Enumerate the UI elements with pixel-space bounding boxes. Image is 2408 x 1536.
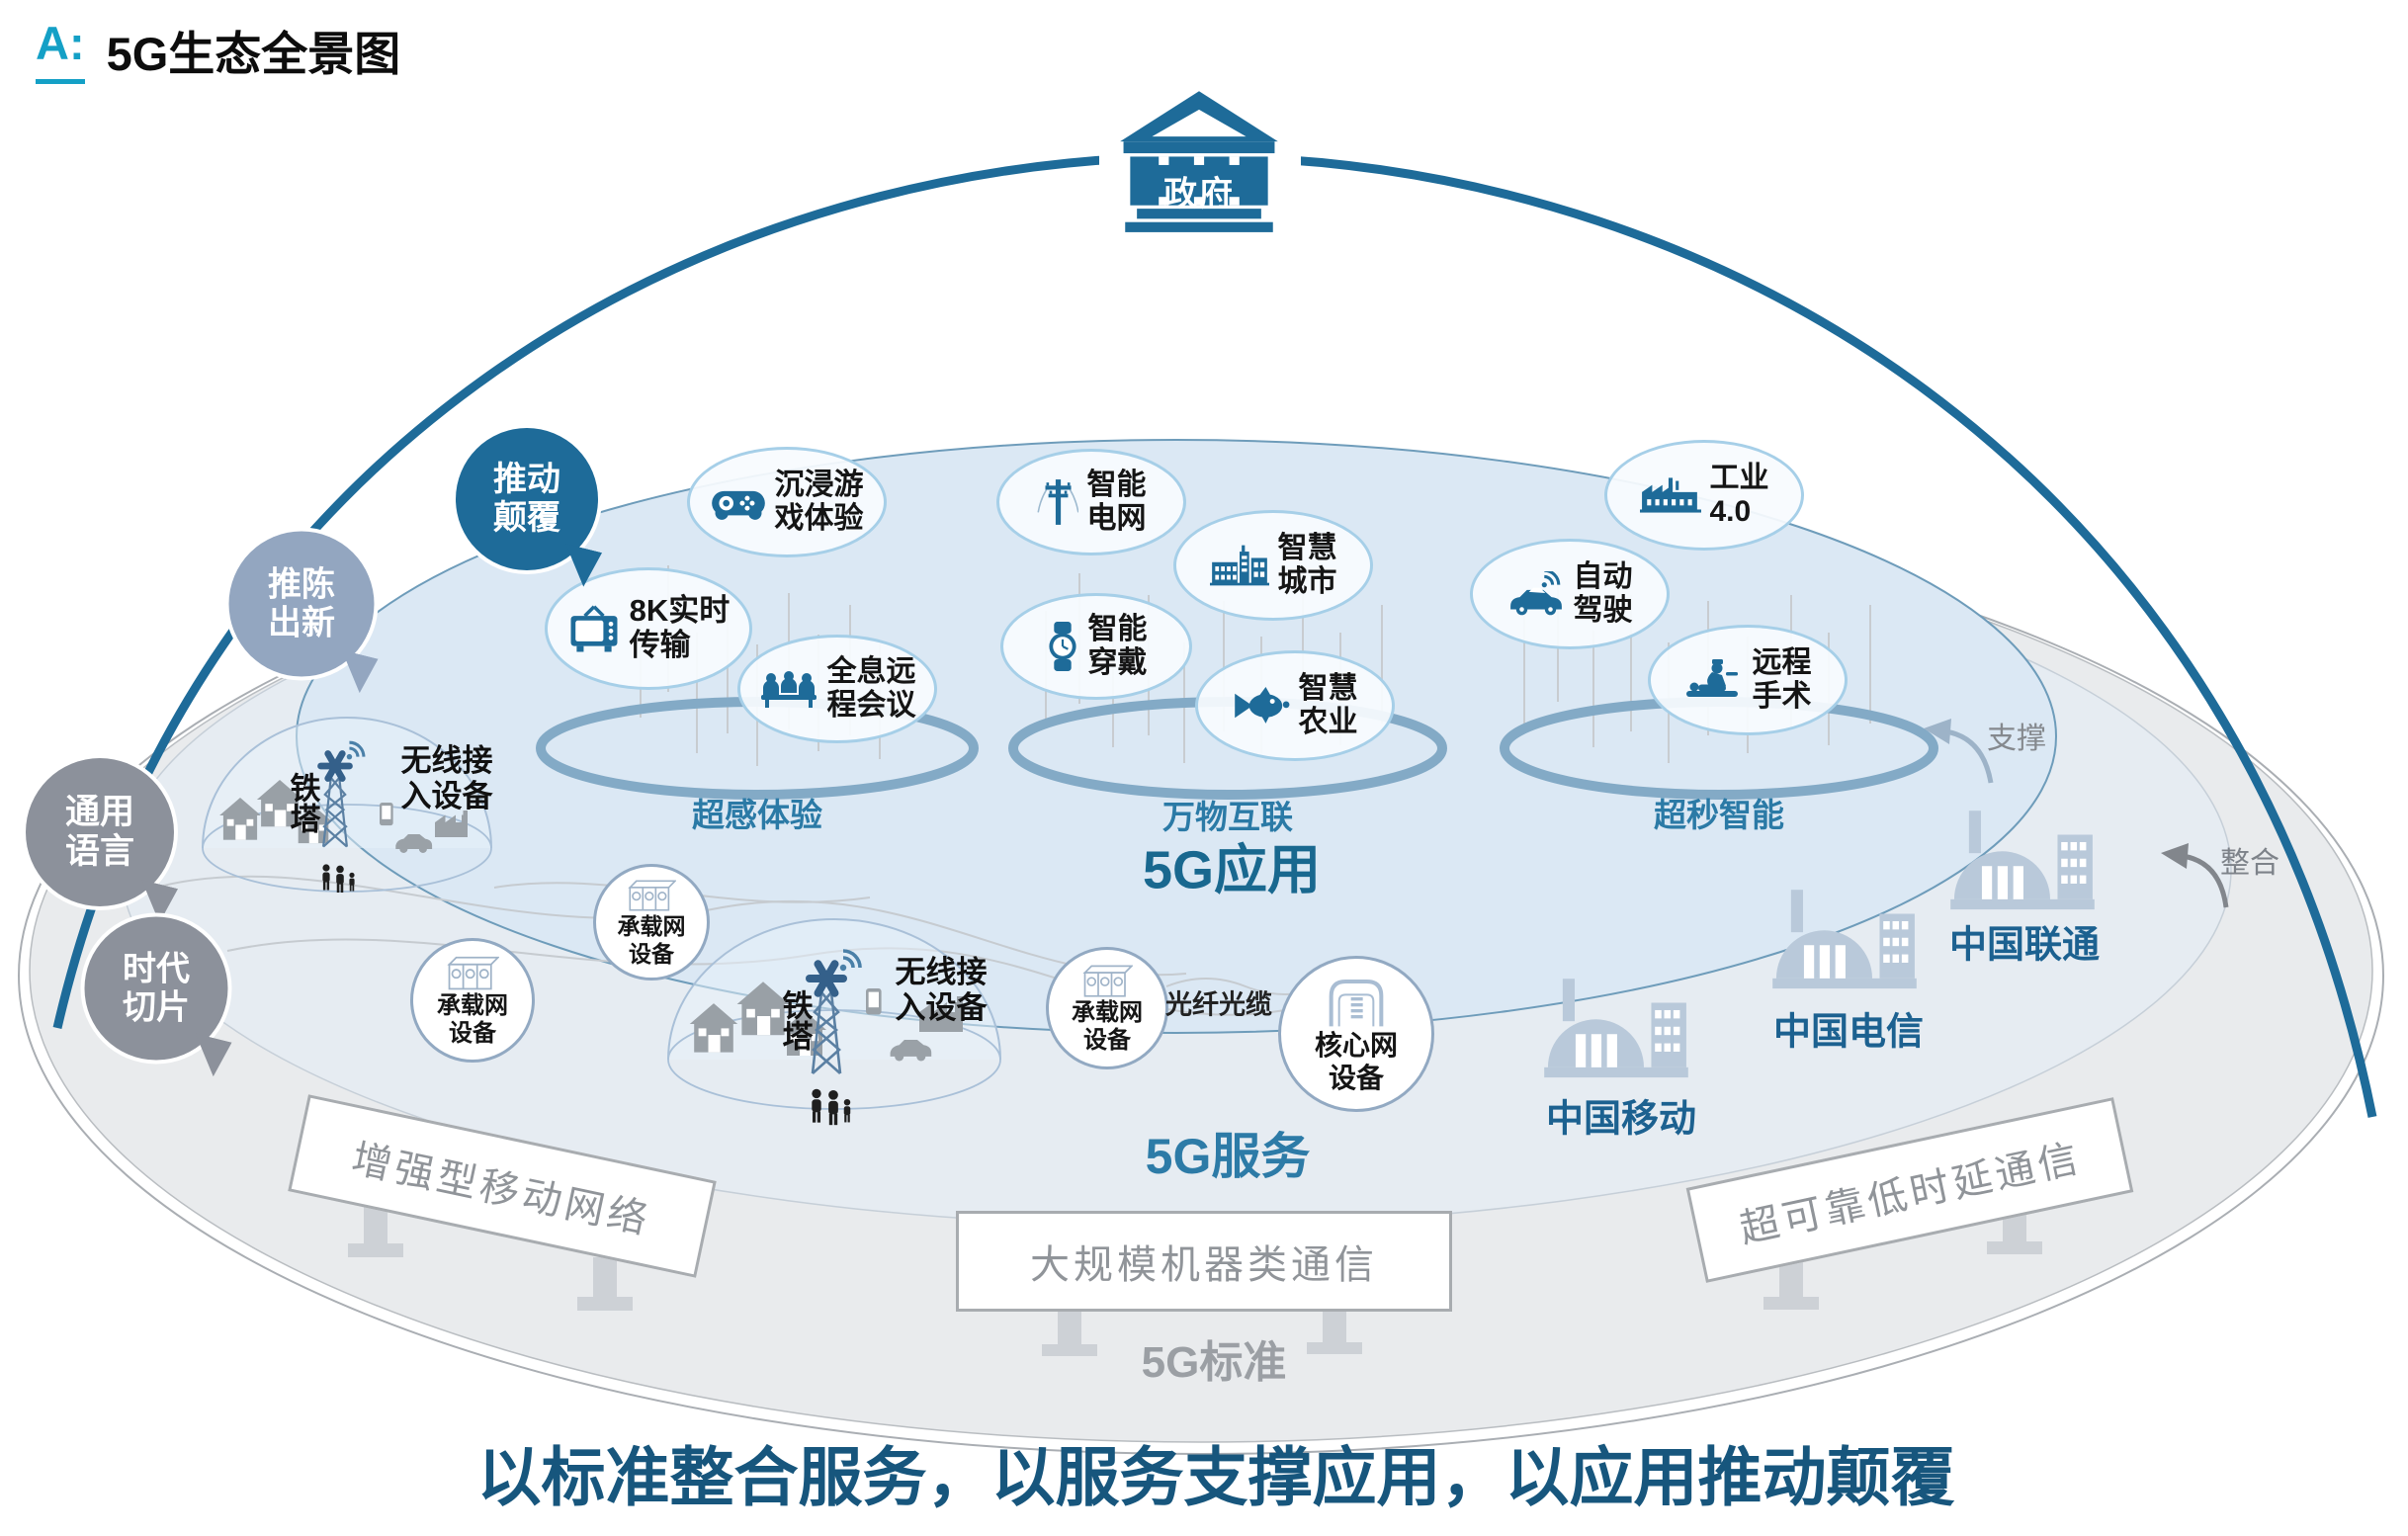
app-bubble-immersive-gaming: 沉浸游戏体验	[687, 447, 887, 557]
operator-building-icon	[1772, 890, 1917, 989]
app-bubble-holographic-meeting: 全息远程会议	[737, 635, 937, 743]
core-network-equipment: 核心网设备	[1278, 956, 1434, 1112]
bubble-common-language: 通用 语言	[26, 758, 174, 906]
operator-building-cmcc	[1542, 976, 1690, 1091]
government-building: 政府	[1101, 85, 1297, 255]
operator-building-icon	[1544, 979, 1688, 1078]
power-grid-icon	[1036, 479, 1078, 525]
bubble-innovation: 推陈 出新	[228, 531, 375, 677]
tower-label-1: 铁塔	[285, 772, 320, 833]
game-controller-icon	[711, 490, 765, 520]
phone-icon	[380, 803, 393, 826]
bearer-network-equipment-2: 承载网设备	[593, 864, 710, 981]
bearer-network-equipment-1: 承载网设备	[410, 938, 535, 1063]
standard-layer-label: 5G标准	[1141, 1338, 1287, 1387]
fish-icon	[1234, 687, 1289, 724]
bubble-drive-disruption: 推动 颠覆	[456, 428, 598, 570]
auto-car-icon	[1509, 571, 1562, 616]
access-equipment-label-1: 无线接入设备	[400, 743, 493, 813]
app-bubble-remote-surgery: 远程手术	[1648, 625, 1848, 735]
government-label: 政府	[1163, 175, 1235, 213]
page-title: A: 5G生态全景图	[36, 16, 400, 84]
bearer-network-equipment-3: 承载网设备	[1046, 947, 1168, 1069]
title-prefix: A:	[36, 16, 85, 84]
holo-meeting-icon	[760, 671, 817, 708]
village-scene-1	[202, 717, 492, 894]
operator-building-telecom	[1770, 887, 1919, 1002]
ring-label-iot: 万物互联	[1162, 799, 1293, 835]
smart-city-icon	[1209, 545, 1269, 586]
tower-label-2: 铁塔	[777, 989, 813, 1051]
tv-icon	[570, 605, 618, 652]
access-equipment-label-2: 无线接入设备	[895, 955, 988, 1025]
support-annotation: 支撑	[1987, 723, 2046, 755]
core-network-icon	[1329, 980, 1384, 1027]
app-bubble-smart-grid: 智能电网	[996, 449, 1186, 555]
surgery-icon	[1685, 659, 1738, 697]
app-bubble-smart-city: 智慧城市	[1173, 510, 1373, 621]
operator-building-unicom	[1948, 808, 2097, 923]
operator-label-cmcc: 中国移动	[1545, 1098, 1697, 1141]
service-layer-label: 5G服务	[1145, 1129, 1311, 1184]
factory-icon	[1639, 477, 1701, 513]
standard-board-mmtc: 大规模机器类通信	[956, 1211, 1452, 1312]
smart-watch-icon	[1048, 622, 1076, 671]
server-rack-icon	[628, 880, 676, 911]
integrate-arrow	[2161, 843, 2229, 908]
operator-label-telecom: 中国电信	[1772, 1011, 1925, 1054]
phone-icon	[866, 988, 882, 1015]
village-scene-2	[667, 918, 1001, 1126]
server-rack-icon	[1082, 965, 1133, 997]
ring-label-super-experience: 超感体验	[692, 797, 822, 833]
app-bubble-smart-agriculture: 智慧农业	[1195, 650, 1395, 761]
support-arrow	[1924, 719, 1994, 784]
app-layer-label: 5G应用	[1142, 840, 1322, 900]
bottom-tagline: 以标准整合服务，以服务支撑应用，以应用推动颠覆	[476, 1441, 1955, 1513]
ring-label-intelligence: 超秒智能	[1654, 797, 1784, 833]
app-bubble-wearables: 智能穿戴	[1000, 593, 1192, 700]
government-icon	[1120, 91, 1278, 232]
operator-label-unicom: 中国联通	[1948, 924, 2101, 967]
bubble-era-slicing: 时代 切片	[84, 916, 228, 1061]
app-bubble-8k-streaming: 8K实时传输	[545, 567, 752, 690]
server-rack-icon	[447, 956, 499, 989]
app-bubble-autonomous-driving: 自动驾驶	[1470, 539, 1670, 649]
integrate-annotation: 整合	[2220, 847, 2279, 880]
operator-building-icon	[1950, 811, 2095, 910]
fiber-cable-label: 光纤光缆	[1165, 989, 1272, 1020]
title-text: 5G生态全景图	[106, 28, 401, 80]
